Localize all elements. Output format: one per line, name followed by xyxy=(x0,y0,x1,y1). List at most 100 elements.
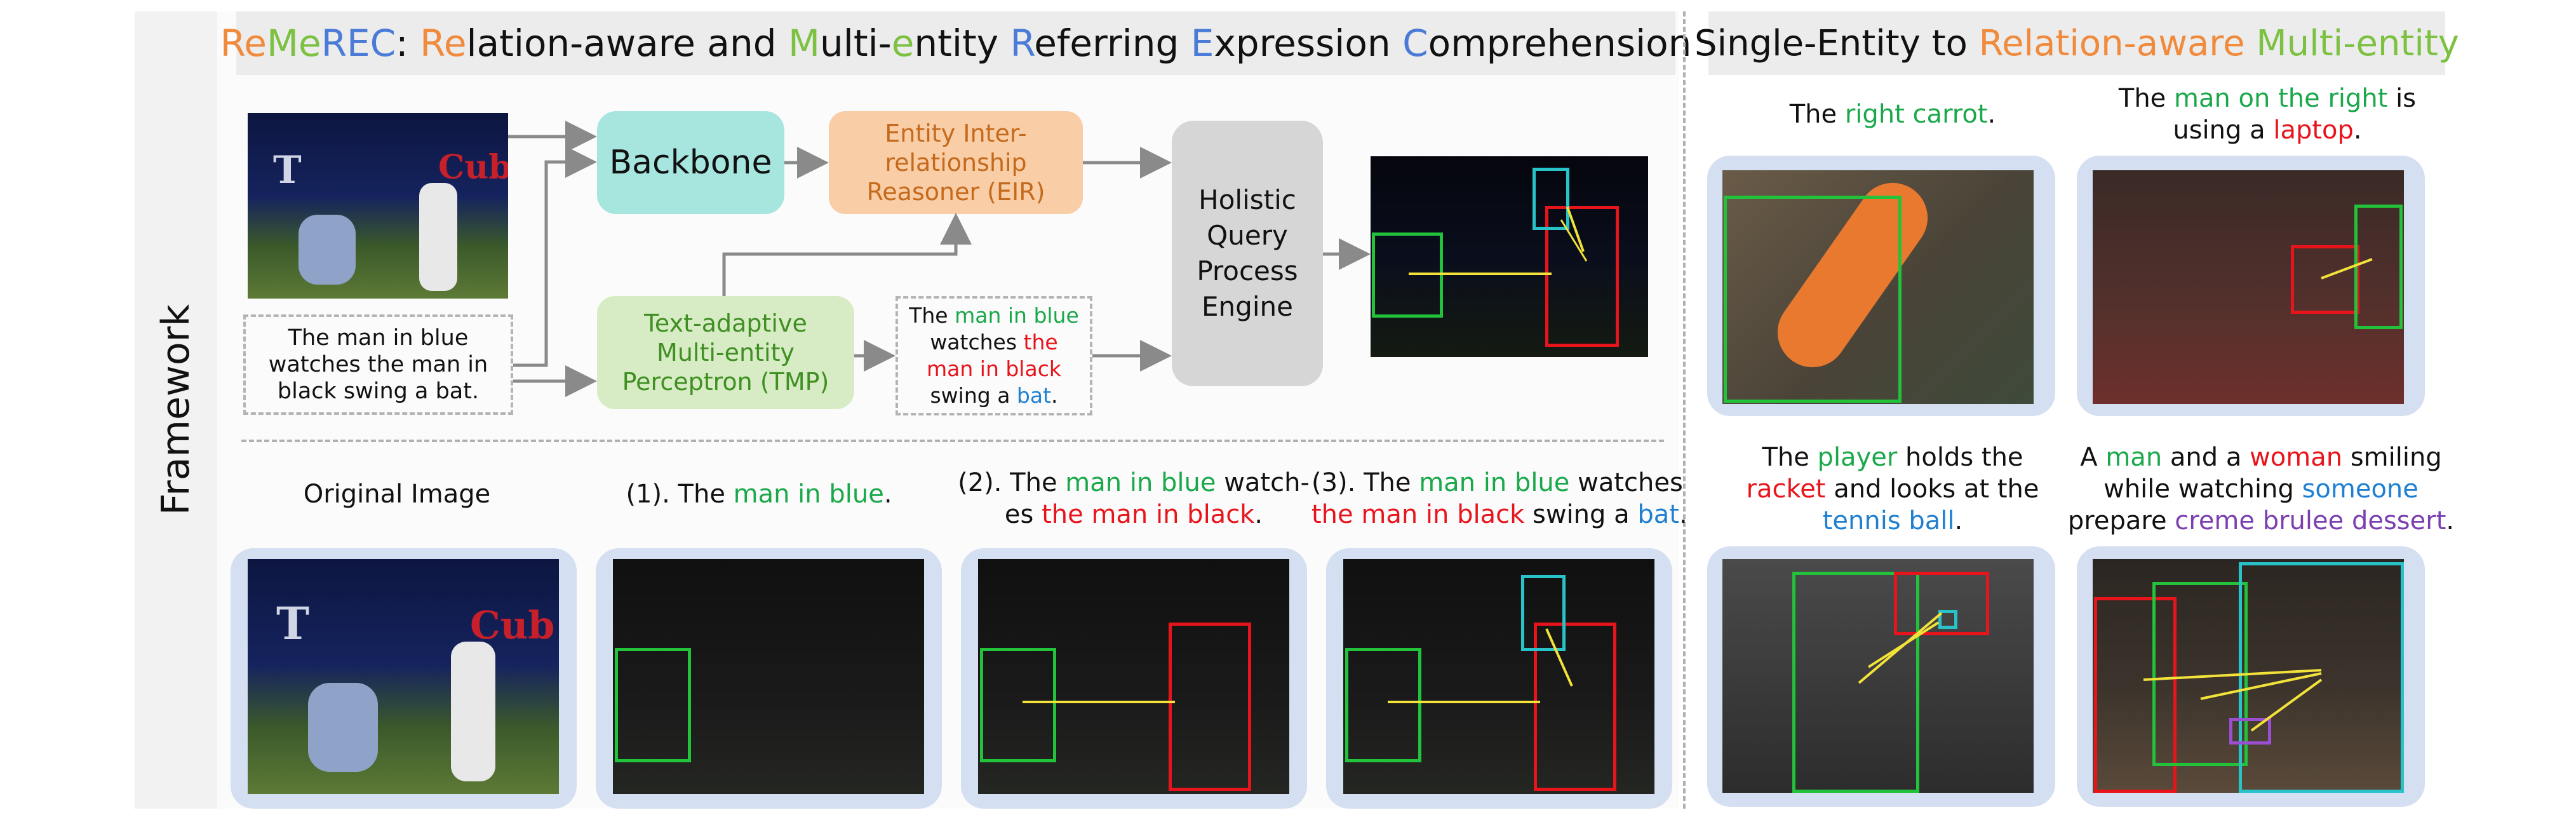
text-segment: : xyxy=(396,22,420,65)
text-segment: watches xyxy=(1569,468,1683,497)
text-segment: The xyxy=(1762,443,1818,472)
step3-green-box xyxy=(1345,648,1421,762)
text-segment: someone xyxy=(2302,475,2418,504)
text-segment: The xyxy=(909,303,955,328)
text-segment: man in blue xyxy=(733,480,884,509)
step-catcher xyxy=(308,683,378,772)
colored-text: The man in blue watches the man in black… xyxy=(905,302,1083,409)
text-segment: Original Image xyxy=(303,480,491,509)
text-segment: Single-Entity to xyxy=(1694,22,1979,64)
left-title-acronym: ReMeREC xyxy=(220,22,396,65)
text-segment: The xyxy=(2118,84,2174,113)
dessert-arrows xyxy=(2143,669,2323,732)
left-title-banner: ReMeREC: Relation-aware and Multi-entity… xyxy=(220,11,1691,75)
text-segment: laptop xyxy=(2273,116,2354,145)
tmp-box: Text-adaptive Multi-entity Perceptron (T… xyxy=(597,296,854,409)
text-segment: . xyxy=(2353,116,2362,145)
text-segment: lation-aware and xyxy=(466,22,788,65)
eir-label: Entity Inter-relationship Reasoner (EIR) xyxy=(866,119,1045,206)
example-photo-tennis xyxy=(1722,559,2034,793)
text-segment: Re xyxy=(220,22,267,65)
text-segment: prepare xyxy=(2067,506,2175,536)
step-caption-3: (3). The man in blue watches the man in b… xyxy=(1311,467,1687,530)
dessert-purple-box xyxy=(2229,718,2271,745)
step-player xyxy=(451,642,495,781)
text-segment: the man in black xyxy=(927,330,1061,381)
text-segment: REC xyxy=(321,22,396,65)
horizontal-separator xyxy=(241,440,1664,442)
laptop-red-box xyxy=(2291,245,2359,314)
text-segment: woman xyxy=(2250,443,2343,472)
step2-arrow xyxy=(1023,701,1175,703)
text-segment: omprehension xyxy=(1428,22,1692,65)
text-segment: smiling xyxy=(2342,443,2442,472)
vertical-separator xyxy=(1683,11,1686,809)
step-photo-3 xyxy=(1343,559,1654,794)
step3-cyan-box xyxy=(1521,575,1566,651)
cub-logo: Cub xyxy=(438,148,508,187)
backbone-label: Backbone xyxy=(609,144,772,182)
text-segment: watches xyxy=(930,330,1024,354)
text-segment: Relation-aware xyxy=(1978,22,2257,64)
text-segment: The xyxy=(1789,100,1845,129)
catcher-figure xyxy=(299,215,356,285)
player-figure xyxy=(419,183,457,291)
t-logo: T xyxy=(273,148,302,192)
colored-text-box: The man in blue watches the man in black… xyxy=(896,296,1092,415)
dessert-red-box xyxy=(2094,597,2177,793)
framework-side-strip xyxy=(135,11,217,809)
laptop-green-box xyxy=(2354,205,2403,329)
text-segment: Re xyxy=(420,22,467,65)
step-photo-2 xyxy=(978,559,1289,794)
tmp-label: Text-adaptive Multi-entity Perceptron (T… xyxy=(622,309,829,396)
text-segment: R xyxy=(1010,22,1035,65)
text-segment: ulti- xyxy=(820,22,892,65)
text-segment: swing a xyxy=(930,383,1017,408)
right-title-banner: Single-Entity to Relation-aware Multi-en… xyxy=(1694,11,2459,75)
text-segment: es xyxy=(1004,500,1042,529)
step3-red-box xyxy=(1534,623,1616,791)
text-segment: the man in black xyxy=(1311,500,1525,529)
engine-label: Holistic Query Process Engine xyxy=(1197,184,1298,322)
text-segment: (3). The xyxy=(1311,468,1419,497)
text-segment: swing a xyxy=(1524,500,1638,529)
text-segment: man in blue xyxy=(1419,468,1570,497)
output-red-box xyxy=(1545,206,1619,347)
step2-red-box xyxy=(1169,623,1251,791)
text-segment: man in blue xyxy=(1065,468,1216,497)
tennis-red-box xyxy=(1894,572,1989,635)
carrot-green-box xyxy=(1724,196,1902,403)
text-segment: holds the xyxy=(1897,443,2023,472)
step-caption-orig: Original Image xyxy=(232,478,562,510)
text-segment: right carrot xyxy=(1844,100,1988,129)
example-photo-carrot xyxy=(1722,170,2034,404)
right-title-text: Single-Entity to Relation-aware Multi-en… xyxy=(1694,23,2459,64)
text-segment: . xyxy=(1954,506,1963,536)
output-relation-arrows xyxy=(1409,206,1588,275)
laptop-arrow xyxy=(2321,258,2373,280)
baseball-output-photo xyxy=(1371,156,1648,357)
text-segment: player xyxy=(1817,443,1898,472)
text-segment: . xyxy=(883,480,892,509)
text-segment: man xyxy=(2105,443,2163,472)
text-segment: watch- xyxy=(1216,468,1310,497)
step-caption-1: (1). The man in blue. xyxy=(594,478,924,510)
text-segment: . xyxy=(2446,506,2455,536)
text-segment: . xyxy=(1679,500,1687,529)
text-segment: man in blue xyxy=(955,303,1079,328)
text-segment: ntity xyxy=(914,22,1010,65)
left-title-rest: : Relation-aware and Multi-entity Referr… xyxy=(396,22,1691,65)
backbone-box: Backbone xyxy=(597,111,784,214)
tennis-arrows xyxy=(1858,612,1943,684)
text-segment: racket xyxy=(1746,475,1826,504)
output-cyan-box xyxy=(1533,168,1569,230)
step-cub-logo: Cub xyxy=(470,603,555,648)
input-text: The man in blue watches the man in black… xyxy=(268,325,488,404)
text-segment: (1). The xyxy=(626,480,734,509)
text-segment: is xyxy=(2387,84,2417,113)
text-segment: bat xyxy=(1637,500,1679,529)
step2-green-box xyxy=(980,648,1056,762)
text-segment: M xyxy=(788,22,821,65)
